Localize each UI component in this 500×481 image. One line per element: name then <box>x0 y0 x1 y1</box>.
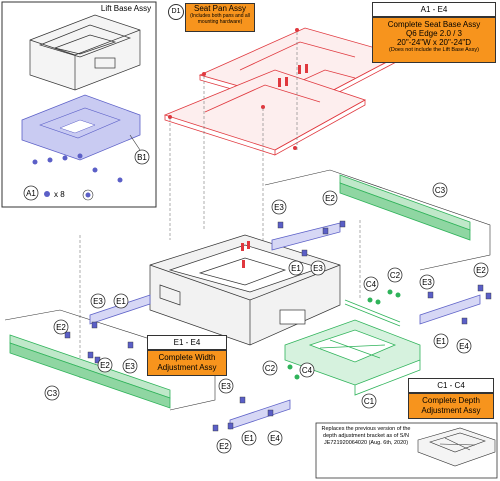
callout-c4: C4 <box>302 366 313 375</box>
callout-e4: E4 <box>459 342 469 351</box>
callout-e1: E1 <box>291 264 301 273</box>
seat-base-label-box: Complete Seat Base Assy Q6 Edge 2.0 / 3 … <box>372 17 496 63</box>
seat-base-code: A1 - E4 <box>372 2 496 17</box>
seat-pan-label-box: Seat Pan Assy (Includes both pans and al… <box>185 3 255 32</box>
callout-e1: E1 <box>436 337 446 346</box>
callout-e2: E2 <box>476 266 486 275</box>
lift-base-label: Lift Base Assy <box>100 4 152 13</box>
screw-icon <box>44 191 50 197</box>
seat-base-title-3: 20"-24"W x 20"-24"D <box>396 38 472 47</box>
callout-c3: C3 <box>47 389 58 398</box>
callout-e2: E2 <box>56 323 66 332</box>
width-adj-label-box: Complete Width Adjustment Assy <box>147 350 227 376</box>
width-adj-title: Complete Width Adjustment Assy <box>157 353 217 372</box>
callout-e3: E3 <box>221 382 231 391</box>
depth-adjustment-bracket <box>284 299 421 396</box>
seat-base-note: (Does not include the Lift Base Assy) <box>389 47 479 53</box>
callout-e2: E2 <box>325 194 335 203</box>
width-bracket-bottom <box>229 399 291 430</box>
width-bracket-left <box>89 294 151 325</box>
depth-adj-title: Complete Depth Adjustment Assy <box>421 396 481 415</box>
callout-e3: E3 <box>422 278 432 287</box>
mount-screws <box>32 153 123 183</box>
seat-pan-drawing <box>163 27 402 156</box>
callout-c2: C2 <box>265 364 276 373</box>
callout-e1: E1 <box>244 434 254 443</box>
callout-c1: C1 <box>364 397 375 406</box>
callout-c2: C2 <box>390 271 401 280</box>
seat-pan-bolts <box>168 28 308 150</box>
lift-base-drawing <box>29 14 141 91</box>
callout-b1: B1 <box>137 153 147 162</box>
replacement-note: Replaces the previous version of the dep… <box>321 426 411 446</box>
callout-c3: C3 <box>435 186 446 195</box>
seat-base-title-1: Complete Seat Base Assy <box>387 20 481 29</box>
callout-a1: A1 <box>26 189 36 198</box>
hardware-fasteners <box>64 220 492 432</box>
depth-adj-label-box: Complete Depth Adjustment Assy <box>408 393 494 419</box>
width-bracket-right <box>419 294 481 325</box>
mount-plate-drawing <box>21 94 141 161</box>
seat-pan-note: (Includes both pans and all mounting har… <box>190 13 250 25</box>
callout-circles <box>44 182 489 454</box>
depth-adj-code: C1 - C4 <box>408 378 494 393</box>
callout-e3: E3 <box>93 297 103 306</box>
callout-e3: E3 <box>125 362 135 371</box>
callout-e4: E4 <box>270 434 280 443</box>
callout-c4: C4 <box>366 280 377 289</box>
width-adj-code: E1 - E4 <box>147 335 227 350</box>
callout-e2: E2 <box>219 442 229 451</box>
replacement-bracket-drawing <box>417 427 496 467</box>
callout-e3: E3 <box>313 264 323 273</box>
screw-head-inner <box>85 192 91 198</box>
callout-a1-circle <box>23 185 39 201</box>
dashed-leaders <box>79 32 361 380</box>
leader-b1 <box>129 134 141 151</box>
callout-a1-qty: x 8 <box>54 190 65 199</box>
depth-rail-right-outline <box>264 169 491 271</box>
callout-e3: E3 <box>274 203 284 212</box>
depth-rail-right <box>339 174 471 241</box>
depth-rail-left <box>9 334 171 409</box>
central-seat-pan-bolts <box>241 241 250 268</box>
seat-pan-title: Seat Pan Assy <box>193 4 247 13</box>
callout-e2: E2 <box>100 361 110 370</box>
central-lift-base-drawing <box>149 234 341 346</box>
seat-base-title-2: Q6 Edge 2.0 / 3 <box>405 29 463 38</box>
callout-e1: E1 <box>116 297 126 306</box>
callout-b1-circle <box>134 149 150 165</box>
seat-pan-code-circle: D1 <box>168 4 184 20</box>
